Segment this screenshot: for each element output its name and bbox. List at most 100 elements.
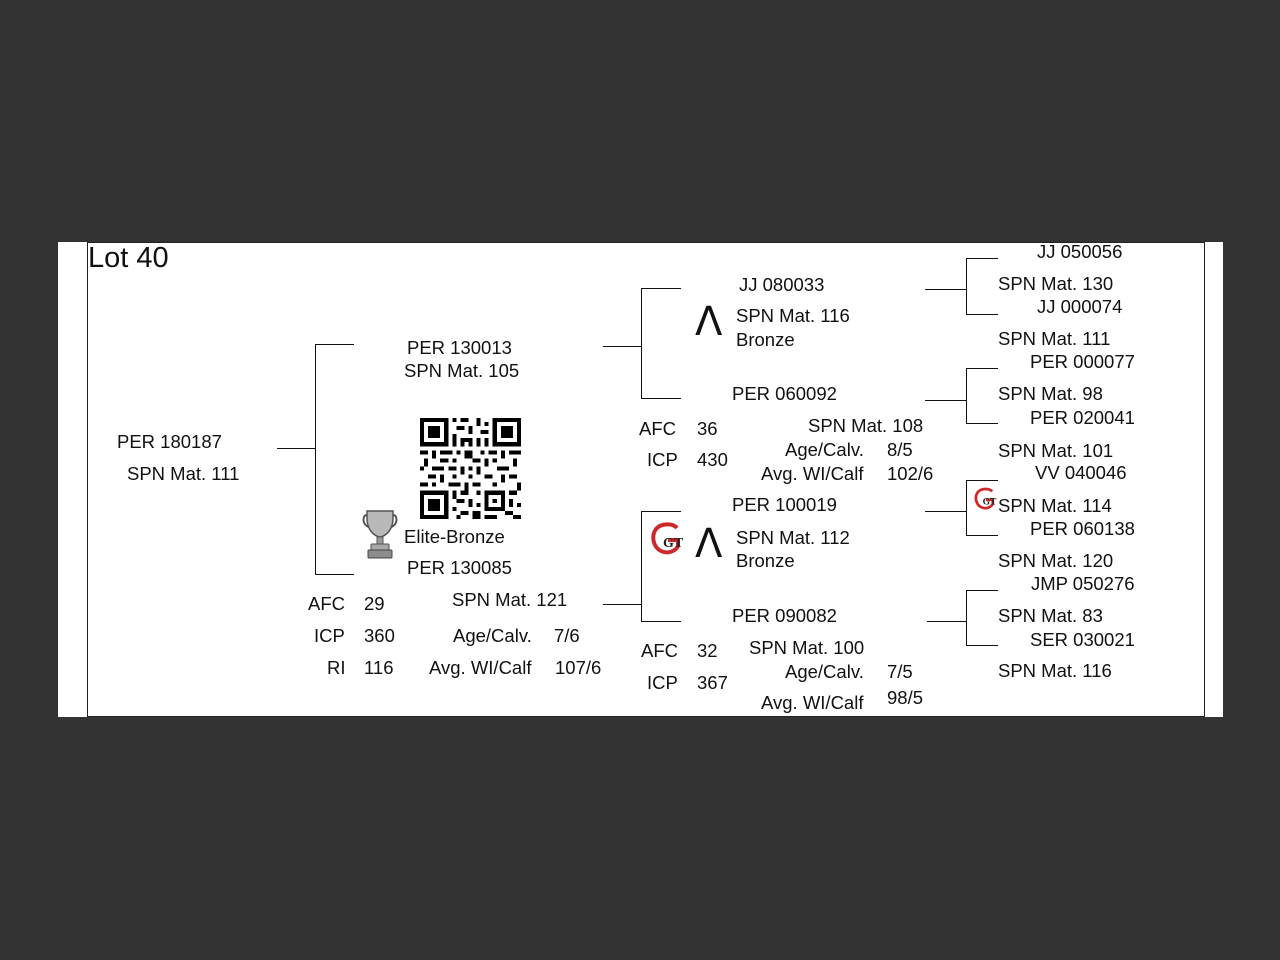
frame-top-border bbox=[87, 242, 1205, 243]
ggp-7-id: JMP 050276 bbox=[1031, 573, 1135, 594]
dam-dam-afc-label: AFC bbox=[641, 640, 678, 661]
frame-bottom-border bbox=[87, 716, 1205, 717]
sire-sire-award: Bronze bbox=[736, 329, 795, 350]
sire-dam-age-value: 8/5 bbox=[887, 439, 913, 460]
ggp-1-mat: SPN Mat. 130 bbox=[998, 273, 1114, 294]
connector-sire bbox=[315, 344, 354, 345]
gt-logo-icon: GT bbox=[651, 522, 684, 555]
sire-dam-icp-value: 430 bbox=[697, 449, 728, 470]
dam-dam-mat: SPN Mat. 100 bbox=[749, 637, 865, 658]
dam-dam-age-label: Age/Calv. bbox=[785, 661, 864, 682]
connector-sire-out bbox=[603, 346, 641, 347]
connector-gg3-top bbox=[966, 480, 998, 481]
qr-code-icon bbox=[420, 418, 521, 519]
sire-dam-mat: SPN Mat. 108 bbox=[808, 415, 924, 436]
connector-sire-sire bbox=[641, 288, 681, 289]
connector-gg1 bbox=[925, 289, 966, 290]
dam-ri-label: RI bbox=[327, 657, 346, 678]
ggp-8-id: SER 030021 bbox=[1030, 629, 1135, 650]
ggp-4-mat: SPN Mat. 101 bbox=[998, 440, 1114, 461]
connector-gg4-bottom bbox=[966, 645, 998, 646]
connector-gg4-top bbox=[966, 590, 998, 591]
connector-gg2-top bbox=[966, 368, 998, 369]
connector-gg1-top bbox=[966, 258, 998, 259]
dam-age-value: 7/6 bbox=[554, 625, 580, 646]
dam-dam-age-value: 7/5 bbox=[887, 661, 913, 682]
gt-logo-small-icon: GT bbox=[974, 487, 997, 510]
gt-logo-text: GT bbox=[663, 536, 684, 551]
ggp-5-mat: SPN Mat. 114 bbox=[998, 495, 1112, 516]
dam-icp-value: 360 bbox=[364, 625, 395, 646]
sire-id: PER 130013 bbox=[407, 337, 512, 358]
lot-title: Lot 40 bbox=[88, 242, 169, 274]
connector-sire-grand-vertical bbox=[641, 288, 642, 399]
dam-icp-label: ICP bbox=[314, 625, 345, 646]
sire-mat: SPN Mat. 105 bbox=[404, 360, 520, 381]
lambda-icon: Λ bbox=[695, 521, 723, 567]
connector-dam-out bbox=[603, 604, 641, 605]
dam-dam-wi-label: Avg. WI/Calf bbox=[761, 692, 864, 713]
sire-dam-icp-label: ICP bbox=[647, 449, 678, 470]
dam-wi-value: 107/6 bbox=[555, 657, 602, 678]
connector-sire-dam bbox=[641, 398, 681, 399]
dam-id: PER 130085 bbox=[407, 557, 512, 578]
connector-gg2 bbox=[925, 400, 966, 401]
connector-parents-vertical bbox=[315, 344, 316, 575]
ggp-6-id: PER 060138 bbox=[1030, 518, 1135, 539]
ggp-3-id: PER 000077 bbox=[1030, 351, 1135, 372]
pedigree-sheet bbox=[58, 242, 1223, 717]
connector-subject bbox=[277, 448, 315, 449]
ggp-8-mat: SPN Mat. 116 bbox=[998, 660, 1112, 681]
connector-gg2-vertical bbox=[966, 368, 967, 424]
connector-dam-grand-vertical bbox=[641, 511, 642, 622]
dam-sire-id: PER 100019 bbox=[732, 494, 837, 515]
dam-age-label: Age/Calv. bbox=[453, 625, 532, 646]
sire-dam-afc-value: 36 bbox=[697, 418, 718, 439]
subject-id: PER 180187 bbox=[117, 431, 222, 452]
dam-dam-afc-value: 32 bbox=[697, 640, 718, 661]
frame-right-border bbox=[1204, 242, 1205, 717]
dam-afc-value: 29 bbox=[364, 593, 385, 614]
ggp-2-id: JJ 000074 bbox=[1037, 296, 1123, 317]
connector-gg1-vertical bbox=[966, 258, 967, 315]
ggp-2-mat: SPN Mat. 111 bbox=[998, 328, 1111, 349]
connector-gg2-bottom bbox=[966, 423, 998, 424]
ggp-5-id: VV 040046 bbox=[1035, 462, 1127, 483]
dam-sire-award: Bronze bbox=[736, 550, 795, 571]
dam-award: Elite-Bronze bbox=[404, 526, 505, 547]
connector-gg4-vertical bbox=[966, 590, 967, 646]
ggp-7-mat: SPN Mat. 83 bbox=[998, 605, 1103, 626]
gt-logo-small-text: GT bbox=[983, 496, 997, 507]
ggp-4-id: PER 020041 bbox=[1030, 407, 1135, 428]
sire-dam-afc-label: AFC bbox=[639, 418, 676, 439]
subject-mat: SPN Mat. 111 bbox=[127, 463, 240, 484]
trophy-icon bbox=[362, 510, 398, 559]
connector-gg3-vertical bbox=[966, 480, 967, 536]
connector-gg3-bottom bbox=[966, 535, 998, 536]
sire-dam-wi-label: Avg. WI/Calf bbox=[761, 463, 864, 484]
connector-dam bbox=[315, 574, 354, 575]
ggp-3-mat: SPN Mat. 98 bbox=[998, 383, 1103, 404]
connector-gg3 bbox=[925, 511, 966, 512]
connector-dam-dam bbox=[641, 621, 681, 622]
dam-dam-icp-value: 367 bbox=[697, 672, 728, 693]
sire-dam-id: PER 060092 bbox=[732, 383, 837, 404]
sire-sire-mat: SPN Mat. 116 bbox=[736, 305, 850, 326]
sire-dam-wi-value: 102/6 bbox=[887, 463, 934, 484]
dam-afc-label: AFC bbox=[308, 593, 345, 614]
sire-dam-age-label: Age/Calv. bbox=[785, 439, 864, 460]
dam-dam-icp-label: ICP bbox=[647, 672, 678, 693]
dam-dam-wi-value: 98/5 bbox=[887, 687, 924, 708]
dam-ri-value: 116 bbox=[364, 657, 394, 678]
dam-mat: SPN Mat. 121 bbox=[452, 589, 568, 610]
ggp-1-id: JJ 050056 bbox=[1037, 241, 1123, 262]
connector-dam-sire bbox=[641, 511, 681, 512]
ggp-6-mat: SPN Mat. 120 bbox=[998, 550, 1114, 571]
dam-dam-id: PER 090082 bbox=[732, 605, 837, 626]
connector-gg4 bbox=[927, 621, 966, 622]
frame-left-border bbox=[87, 242, 88, 717]
connector-gg1-bottom bbox=[966, 314, 998, 315]
dam-wi-label: Avg. WI/Calf bbox=[429, 657, 532, 678]
sire-sire-id: JJ 080033 bbox=[739, 274, 825, 295]
dam-sire-mat: SPN Mat. 112 bbox=[736, 527, 850, 548]
